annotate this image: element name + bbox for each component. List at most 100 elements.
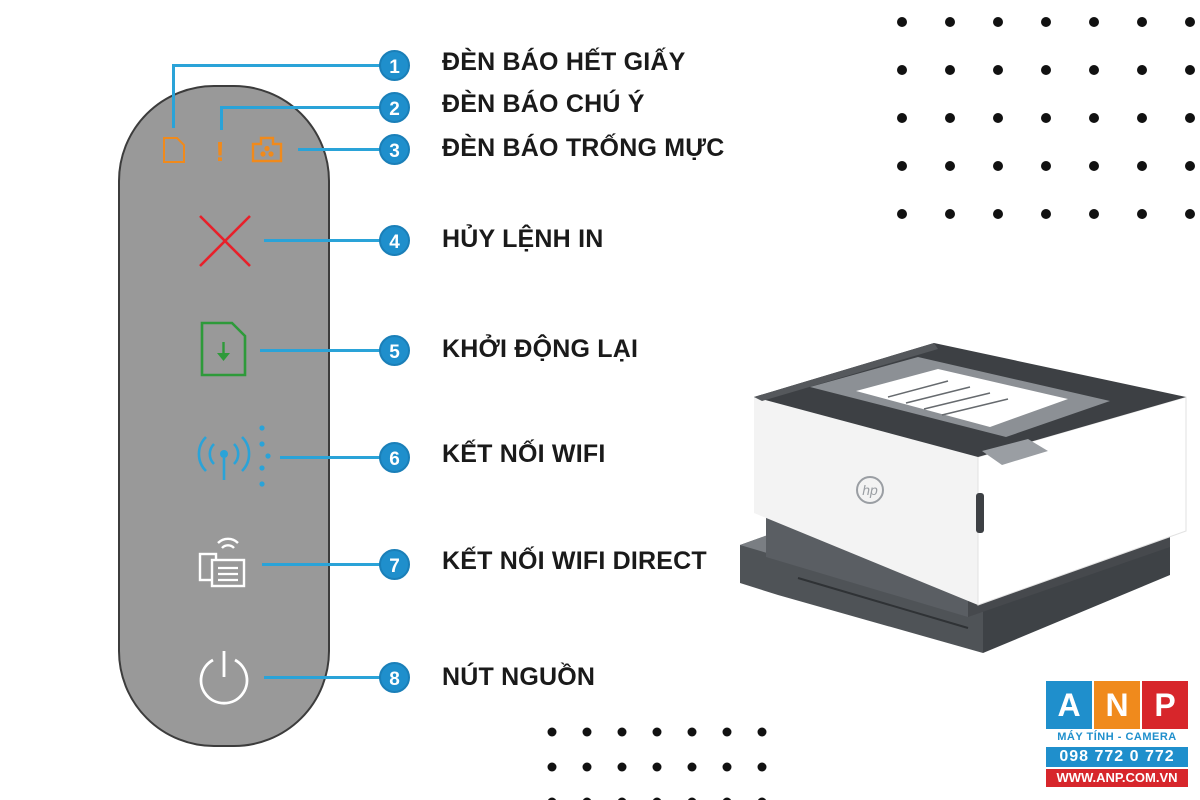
wifi-icon [197, 425, 271, 487]
leader-line-2-drop [220, 106, 223, 130]
attention-icon: ! [215, 136, 224, 166]
decor-dot [1185, 161, 1195, 171]
decor-dot [722, 762, 732, 772]
decor-dot [993, 65, 1003, 75]
logo-website: WWW.ANP.COM.VN [1046, 769, 1188, 787]
decor-dot [687, 797, 697, 800]
decor-dot [945, 209, 955, 219]
decor-dot [993, 161, 1003, 171]
callout-number-1: 1 [379, 50, 410, 81]
decor-dot [1137, 209, 1147, 219]
decor-dot [897, 113, 907, 123]
attention-glyph: ! [215, 136, 224, 166]
ink-icon [251, 136, 283, 163]
decor-dot [757, 762, 767, 772]
callout-label-5: KHỞI ĐỘNG LẠI [442, 335, 639, 363]
decor-dot [1185, 209, 1195, 219]
callout-label-6: KẾT NỐI WIFI [442, 440, 606, 468]
decor-dot [1089, 65, 1099, 75]
decor-dot [1041, 113, 1051, 123]
callout-label-4: HỦY LỆNH IN [442, 225, 604, 253]
decor-dot [1137, 17, 1147, 27]
decor-dot [1089, 161, 1099, 171]
decor-dot [617, 797, 627, 800]
decor-dot [1185, 17, 1195, 27]
decor-dot [897, 17, 907, 27]
control-panel [118, 85, 330, 747]
decor-dot [897, 209, 907, 219]
decor-dot [1041, 65, 1051, 75]
callout-label-1: ĐÈN BÁO HẾT GIẤY [442, 48, 686, 76]
decor-dot [722, 727, 732, 737]
decor-dot [687, 762, 697, 772]
leader-line-3 [298, 148, 380, 151]
leader-line-5 [260, 349, 380, 352]
callout-label-2: ĐÈN BÁO CHÚ Ý [442, 90, 645, 118]
decor-dot [897, 161, 907, 171]
callout-number-7: 7 [379, 549, 410, 580]
logo-letter-n: N [1094, 681, 1140, 729]
decor-dot [1041, 161, 1051, 171]
decor-dot [1185, 113, 1195, 123]
decor-dot [897, 65, 907, 75]
logo-letter-a: A [1046, 681, 1092, 729]
leader-line-4 [264, 239, 380, 242]
decor-dot [1089, 209, 1099, 219]
callout-number-5: 5 [379, 335, 410, 366]
callout-number-4: 4 [379, 225, 410, 256]
decor-dot [722, 797, 732, 800]
callout-label-7: KẾT NỐI WIFI DIRECT [442, 547, 707, 575]
decor-dot [945, 65, 955, 75]
decor-dot [757, 727, 767, 737]
callout-label-3: ĐÈN BÁO TRỐNG MỰC [442, 134, 725, 162]
decor-dot [547, 727, 557, 737]
callout-number-8: 8 [379, 662, 410, 693]
decor-dot [945, 17, 955, 27]
printer-brand: hp [862, 482, 878, 498]
decor-dot [687, 727, 697, 737]
logo-letter-p: P [1142, 681, 1188, 729]
decorative-dots-top [897, 17, 1195, 219]
printer-illustration: hp [740, 343, 1187, 653]
leader-line-7 [262, 563, 380, 566]
decor-dot [617, 727, 627, 737]
decor-dot [1137, 113, 1147, 123]
logo-subtitle: MÁY TÍNH - CAMERA [1057, 731, 1177, 743]
decor-dot [1137, 161, 1147, 171]
decor-dot [617, 762, 627, 772]
decor-dot [582, 797, 592, 800]
callout-label-8: NÚT NGUỒN [442, 663, 596, 691]
callout-number-2: 2 [379, 92, 410, 123]
decor-dot [1041, 209, 1051, 219]
decor-dot [547, 797, 557, 800]
wifi-direct-icon [198, 537, 246, 588]
leader-line-8 [264, 676, 380, 679]
decor-dot [652, 727, 662, 737]
decorative-dots-bottom [547, 727, 767, 800]
decor-dot [652, 762, 662, 772]
anp-logo: A N P MÁY TÍNH - CAMERA 098 772 0 772 WW… [1046, 681, 1188, 789]
callout-number-6: 6 [379, 442, 410, 473]
decor-dot [582, 762, 592, 772]
paper-icon [163, 137, 185, 163]
leader-line-1-drop [172, 64, 175, 128]
decor-dot [993, 17, 1003, 27]
decor-dot [1089, 17, 1099, 27]
leader-line-2 [220, 106, 380, 109]
decor-dot [547, 762, 557, 772]
decor-dot [945, 113, 955, 123]
decor-dot [757, 797, 767, 800]
callout-number-3: 3 [379, 134, 410, 165]
decor-dot [1185, 65, 1195, 75]
power-icon [199, 651, 249, 705]
decor-dot [1089, 113, 1099, 123]
decor-dot [652, 797, 662, 800]
cancel-icon [199, 215, 251, 267]
decor-dot [945, 161, 955, 171]
decor-dot [1041, 17, 1051, 27]
decor-dot [582, 727, 592, 737]
leader-line-6 [280, 456, 380, 459]
logo-phone: 098 772 0 772 [1046, 747, 1188, 767]
decor-dot [993, 113, 1003, 123]
leader-line-1 [172, 64, 380, 67]
